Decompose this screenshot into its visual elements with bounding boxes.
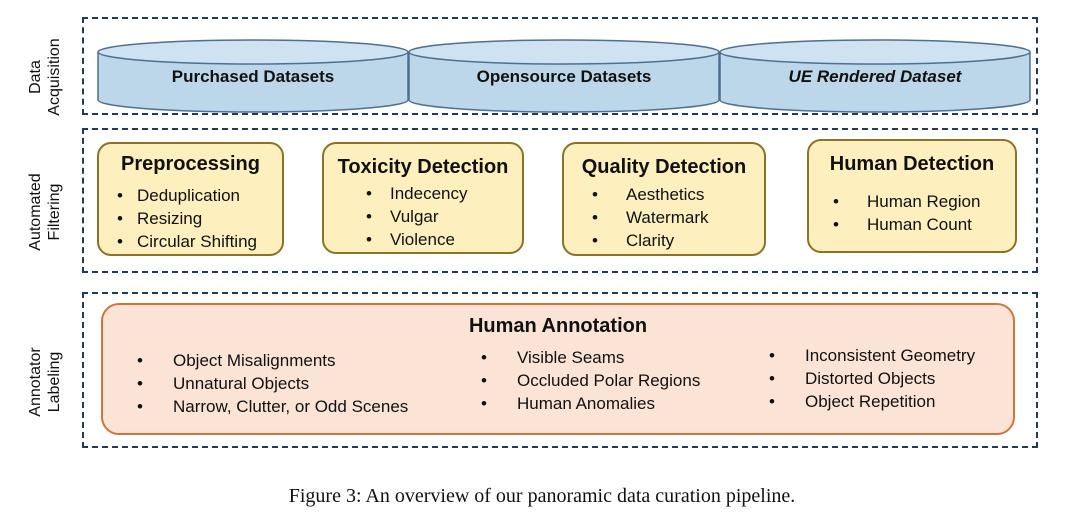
label-line: Labeling	[46, 351, 63, 413]
annotation-item: Object Misalignments	[173, 351, 336, 370]
bullet-icon: •	[592, 208, 598, 227]
label-line: Annotator	[27, 347, 44, 417]
quality-detection-title: Quality Detection	[581, 156, 747, 178]
label-line: Automated	[27, 173, 44, 251]
annotation-item: Narrow, Clutter, or Odd Scenes	[173, 397, 409, 416]
opensource-datasets-label: Opensource Datasets	[476, 67, 652, 86]
human-detection-title: Human Detection	[829, 153, 995, 175]
toxicity-detection-title: Toxicity Detection	[337, 156, 509, 178]
bullet-icon: •	[833, 215, 839, 234]
annotation-item: Human Anomalies	[517, 394, 655, 413]
bullet-icon: •	[366, 230, 372, 249]
bullet-icon: •	[137, 351, 143, 370]
toxicity-item: Indecency	[390, 184, 468, 203]
annotation-item: Inconsistent Geometry	[805, 346, 976, 365]
toxicity-item: Violence	[390, 230, 455, 249]
human-detection-box: Human Detection • Human Region • Human C…	[807, 139, 1017, 253]
annotation-item: Occluded Polar Regions	[517, 371, 701, 390]
bullet-icon: •	[481, 371, 487, 390]
annotator-labeling-label: Annotator Labeling	[26, 332, 64, 432]
bullet-icon: •	[137, 374, 143, 393]
bullet-icon: •	[769, 346, 775, 365]
annotation-item: Distorted Objects	[805, 369, 936, 388]
annotation-item: Unnatural Objects	[173, 374, 310, 393]
preprocessing-box: Preprocessing • Deduplication • Resizing…	[97, 142, 284, 256]
ue-rendered-dataset-label: UE Rendered Dataset	[788, 67, 962, 86]
automated-filtering-label: Automated Filtering	[26, 162, 64, 262]
human-detection-item: Human Count	[867, 215, 972, 234]
bullet-icon: •	[769, 392, 775, 411]
toxicity-detection-box: Toxicity Detection • Indecency • Vulgar …	[322, 142, 524, 254]
human-annotation-box: Human Annotation • Object Misalignments …	[101, 303, 1015, 435]
annotation-item: Object Repetition	[805, 392, 936, 411]
quality-detection-box: Quality Detection • Aesthetics • Waterma…	[562, 142, 766, 256]
quality-item: Watermark	[626, 208, 709, 227]
label-line: Filtering	[46, 183, 63, 241]
ue-rendered-dataset-cylinder	[719, 39, 1031, 113]
bullet-icon: •	[117, 186, 123, 205]
dataset-cylinders	[97, 39, 1031, 113]
bullet-icon: •	[592, 185, 598, 204]
preprocessing-item: Resizing	[137, 209, 203, 228]
toxicity-item: Vulgar	[390, 207, 439, 226]
preprocessing-item: Circular Shifting	[137, 232, 257, 251]
figure-caption: Figure 3: An overview of our panoramic d…	[288, 485, 796, 507]
annotator-labeling-section	[82, 292, 1038, 448]
bullet-icon: •	[366, 207, 372, 226]
bullet-icon: •	[592, 231, 598, 250]
bullet-icon: •	[137, 397, 143, 416]
preprocessing-item: Deduplication	[137, 186, 241, 205]
automated-filtering-section	[82, 128, 1038, 273]
annotation-item: Visible Seams	[517, 348, 625, 367]
purchased-datasets-label: Purchased Datasets	[171, 67, 335, 86]
quality-item: Aesthetics	[626, 185, 705, 204]
bullet-icon: •	[481, 348, 487, 367]
data-acquisition-section	[82, 17, 1038, 115]
purchased-datasets-cylinder	[97, 39, 409, 113]
bullet-icon: •	[481, 394, 487, 413]
preprocessing-title: Preprocessing	[121, 153, 260, 175]
bullet-icon: •	[769, 369, 775, 388]
bullet-icon: •	[117, 232, 123, 251]
human-annotation-title: Human Annotation	[468, 315, 648, 337]
human-detection-item: Human Region	[867, 192, 981, 211]
bullet-icon: •	[117, 209, 123, 228]
bullet-icon: •	[366, 184, 372, 203]
bullet-icon: •	[833, 192, 839, 211]
quality-item: Clarity	[626, 231, 675, 250]
opensource-datasets-cylinder	[408, 39, 720, 113]
